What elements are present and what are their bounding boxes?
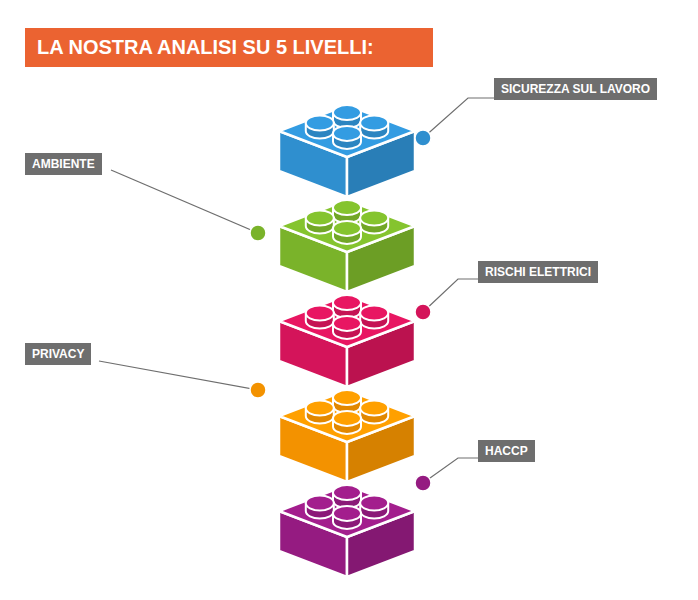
brick-top	[279, 295, 415, 347]
brick-stud	[333, 485, 361, 508]
anchor-dot	[415, 475, 431, 491]
stud-top	[333, 506, 361, 521]
label-text: HACCP	[485, 444, 528, 458]
stud-top	[333, 411, 361, 426]
stud-top	[306, 116, 334, 131]
leader-line	[111, 170, 258, 233]
lego-brick	[279, 485, 415, 577]
stud-top	[306, 496, 334, 511]
stud-top	[360, 211, 388, 226]
lego-brick	[279, 105, 415, 197]
stud-top	[333, 295, 361, 310]
leader-lines	[99, 98, 494, 483]
brick-stud	[333, 105, 361, 128]
brick-stud	[360, 211, 388, 234]
stud-top	[333, 485, 361, 500]
brick-stud	[333, 390, 361, 413]
leader-line	[423, 98, 494, 138]
label-text: RISCHI ELETTRICI	[485, 265, 591, 279]
brick-top	[279, 200, 415, 252]
label-tag: HACCP	[478, 440, 535, 462]
stud-top	[360, 496, 388, 511]
brick-stud	[333, 411, 361, 434]
brick-top	[279, 105, 415, 157]
brick-stud	[306, 211, 334, 234]
brick-stud	[306, 306, 334, 329]
brick-stud	[306, 116, 334, 139]
lego-brick	[279, 390, 415, 482]
label-text: SICUREZZA SUL LAVORO	[501, 82, 650, 96]
brick-stud	[306, 401, 334, 424]
label-tag: RISCHI ELETTRICI	[478, 261, 598, 283]
label-tag: AMBIENTE	[25, 153, 102, 175]
brick-stack	[279, 105, 415, 577]
anchor-dot	[250, 382, 266, 398]
anchor-dot	[415, 130, 431, 146]
stud-top	[306, 401, 334, 416]
anchor-dot	[250, 225, 266, 241]
stud-top	[333, 221, 361, 236]
brick-stud	[333, 200, 361, 223]
brick-stud	[306, 496, 334, 519]
lego-brick	[279, 200, 415, 292]
stud-top	[360, 306, 388, 321]
brick-stud	[360, 116, 388, 139]
brick-stud	[333, 126, 361, 149]
brick-top	[279, 390, 415, 442]
brick-stud	[360, 306, 388, 329]
stud-top	[333, 390, 361, 405]
brick-stud	[333, 295, 361, 318]
leader-line	[423, 279, 478, 312]
brick-top	[279, 485, 415, 537]
stud-top	[333, 316, 361, 331]
anchor-dot	[415, 304, 431, 320]
brick-stud	[360, 496, 388, 519]
label-tag: SICUREZZA SUL LAVORO	[494, 78, 657, 100]
stud-top	[333, 105, 361, 120]
stud-top	[306, 306, 334, 321]
label-tag: PRIVACY	[25, 343, 91, 365]
lego-brick	[279, 295, 415, 387]
brick-stud	[333, 506, 361, 529]
title-banner: LA NOSTRA ANALISI SU 5 LIVELLI:	[25, 28, 433, 67]
stud-top	[333, 200, 361, 215]
label-text: AMBIENTE	[32, 157, 95, 171]
leader-line	[423, 458, 478, 483]
leader-line	[99, 361, 258, 390]
stud-top	[360, 116, 388, 131]
brick-stud	[360, 401, 388, 424]
label-text: PRIVACY	[32, 347, 84, 361]
anchor-dots	[250, 130, 431, 491]
stud-top	[360, 401, 388, 416]
brick-stud	[333, 221, 361, 244]
stud-top	[306, 211, 334, 226]
stud-top	[333, 126, 361, 141]
brick-stud	[333, 316, 361, 339]
